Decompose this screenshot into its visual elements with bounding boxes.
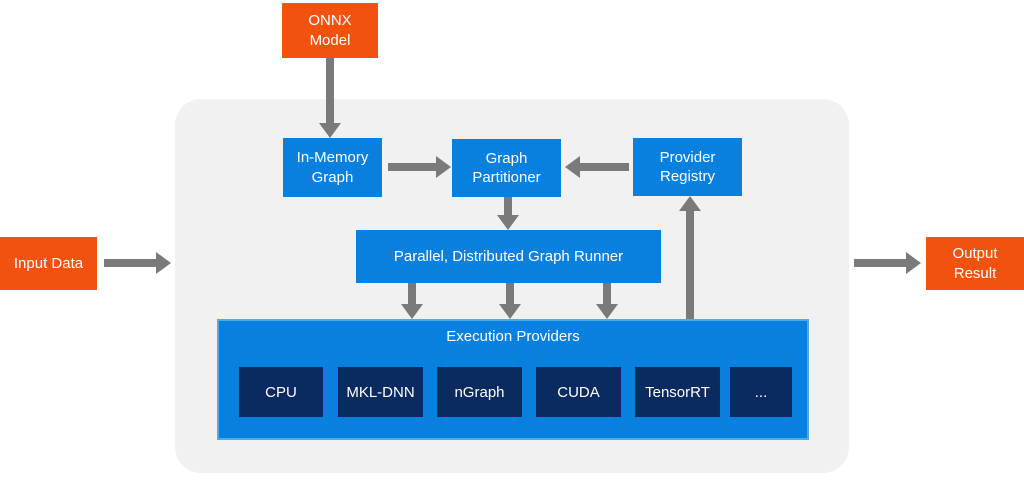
node-graph-runner: Parallel, Distributed Graph Runner <box>356 230 661 283</box>
node-graph-runner-label: Parallel, Distributed Graph Runner <box>393 247 624 265</box>
arrow-runner-to-providers-3-head <box>596 304 618 319</box>
arrow-runner-to-providers-1-head <box>401 304 423 319</box>
arrow-output-stem <box>854 259 906 267</box>
arrow-registry-to-partitioner-head <box>565 156 580 178</box>
arrow-runner-to-providers-3-stem <box>603 283 611 304</box>
node-in-memory-graph-label: In-Memory Graph <box>296 149 369 186</box>
arrow-runner-to-providers-2-stem <box>506 283 514 304</box>
arrow-registry-to-partitioner-stem <box>580 163 629 171</box>
arrow-providers-to-registry-head <box>679 196 701 211</box>
arrow-runner-to-providers-1-stem <box>408 283 416 304</box>
arrow-partitioner-to-runner-head <box>497 215 519 230</box>
arrow-input-head <box>156 252 171 274</box>
provider-chip-cuda-label: CUDA <box>557 383 600 401</box>
node-execution-providers-label: Execution Providers <box>446 328 580 345</box>
provider-chip-cpu-label: CPU <box>265 383 297 401</box>
node-graph-partitioner: Graph Partitioner <box>452 139 561 197</box>
provider-chip-mkl-dnn: MKL-DNN <box>338 367 423 417</box>
node-onnx-model-label: ONNX Model <box>308 12 352 49</box>
node-provider-registry-label: Provider Registry <box>659 148 716 186</box>
node-input-data: Input Data <box>0 237 97 290</box>
arrow-onnx-to-inmemory-stem <box>326 58 334 123</box>
arrow-output-head <box>906 252 921 274</box>
arrow-input-stem <box>104 259 156 267</box>
provider-chip-cuda: CUDA <box>536 367 621 417</box>
provider-chip-more: ... <box>730 367 792 417</box>
node-input-data-label: Input Data <box>13 254 84 272</box>
arrow-partitioner-to-runner-stem <box>504 197 512 215</box>
arrow-inmemory-to-partitioner-head <box>436 156 451 178</box>
node-output-result: Output Result <box>926 237 1024 290</box>
provider-chip-ngraph-label: nGraph <box>454 383 505 401</box>
arrow-onnx-to-inmemory-head <box>319 123 341 138</box>
provider-chip-tensorrt-label: TensorRT <box>645 383 710 401</box>
node-onnx-model: ONNX Model <box>282 3 378 58</box>
provider-chip-ngraph: nGraph <box>437 367 522 417</box>
node-provider-registry: Provider Registry <box>633 138 742 196</box>
node-execution-providers: Execution Providers CPU MKL-DNN nGraph C… <box>217 319 809 440</box>
arrow-providers-to-registry-stem <box>686 211 694 319</box>
node-in-memory-graph: In-Memory Graph <box>283 138 382 197</box>
provider-chip-cpu: CPU <box>239 367 323 417</box>
provider-chip-mkl-dnn-label: MKL-DNN <box>346 383 415 401</box>
node-output-result-label: Output Result <box>952 245 998 282</box>
provider-chip-more-label: ... <box>754 383 768 401</box>
node-graph-partitioner-label: Graph Partitioner <box>472 149 541 187</box>
arrow-inmemory-to-partitioner-stem <box>388 163 436 171</box>
arrow-runner-to-providers-2-head <box>499 304 521 319</box>
provider-chip-tensorrt: TensorRT <box>635 367 720 417</box>
